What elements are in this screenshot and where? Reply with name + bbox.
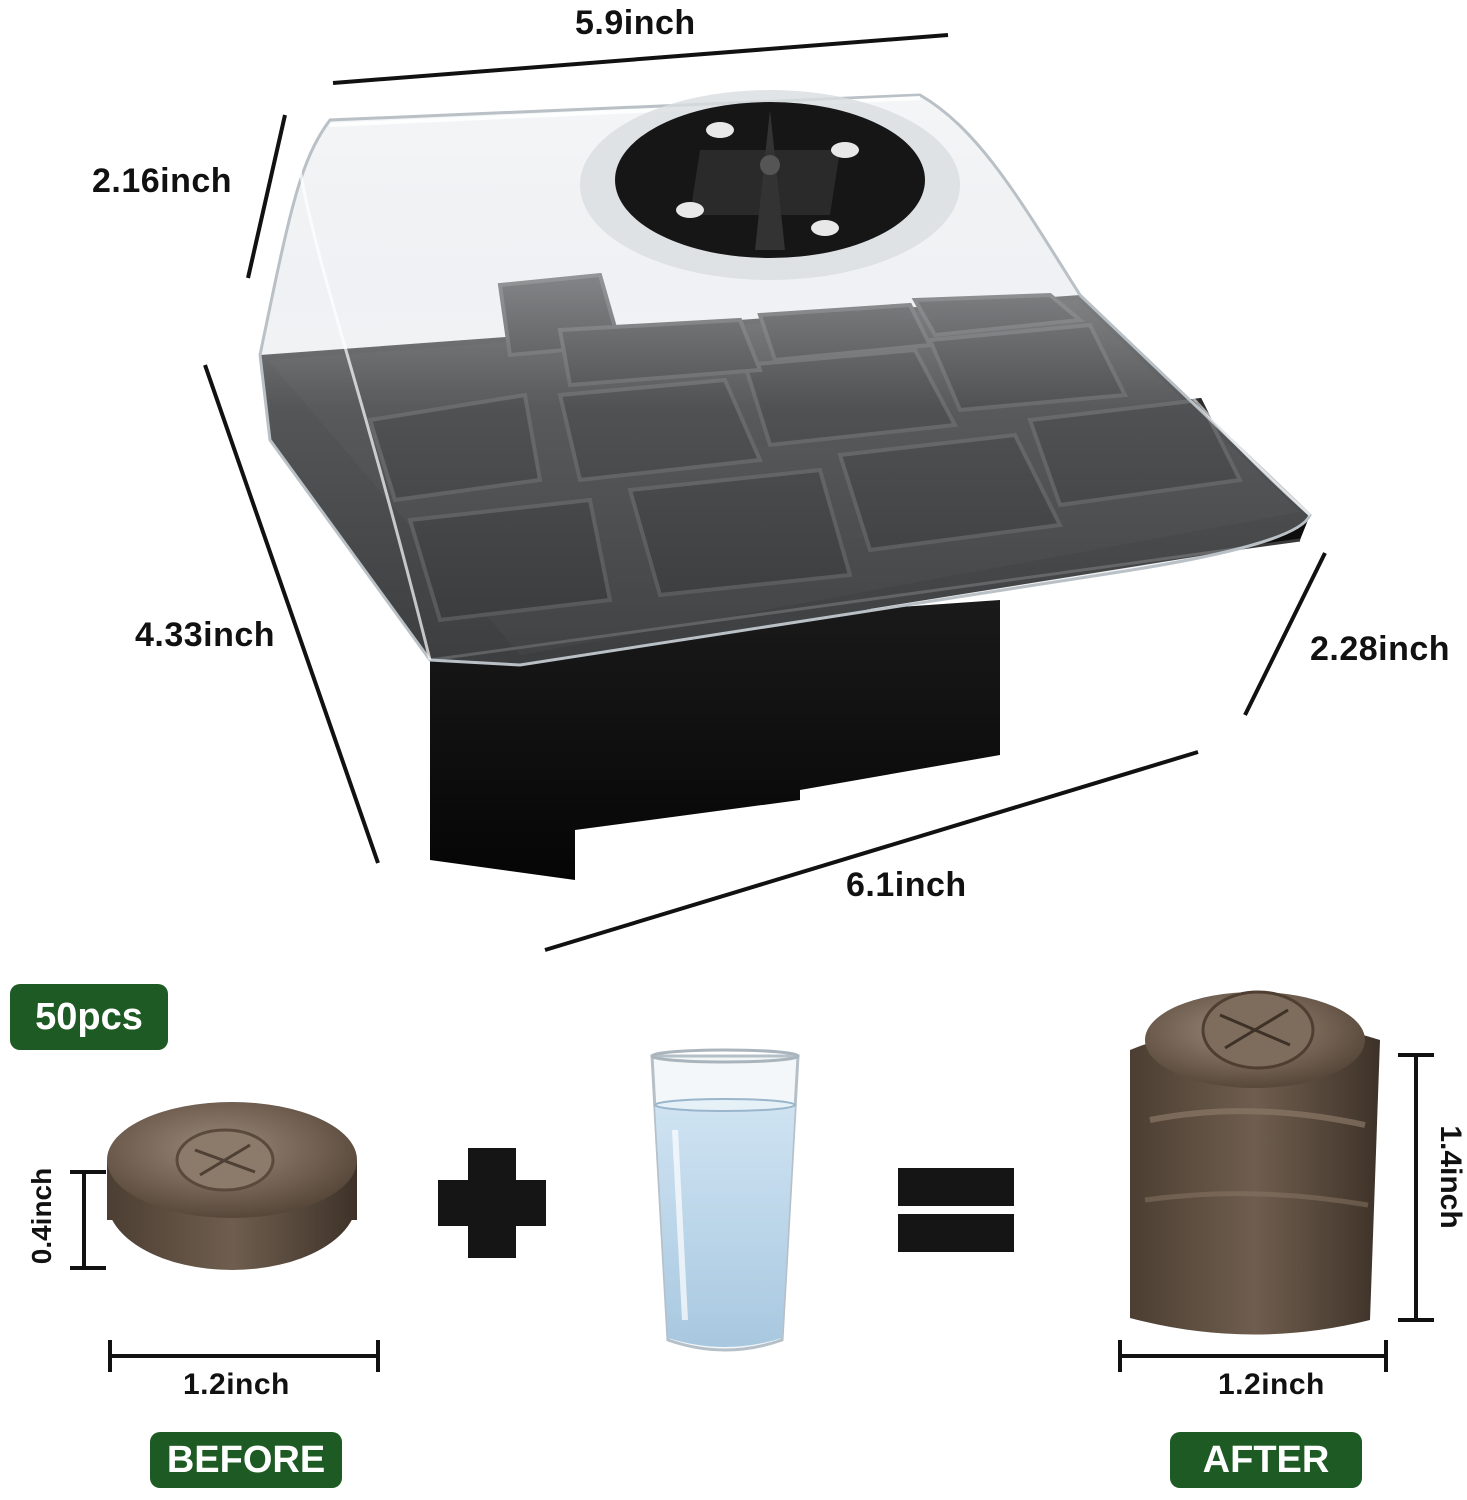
peat-pellet-before bbox=[107, 1102, 357, 1270]
equals-icon bbox=[898, 1168, 1014, 1252]
lid-height-label: 2.16inch bbox=[92, 162, 233, 200]
before-height-label: 0.4inch bbox=[26, 1167, 57, 1265]
peat-pellet-after bbox=[1130, 990, 1380, 1335]
after-dimension-lines bbox=[1118, 1053, 1434, 1372]
tray-bottom-length-label: 6.1inch bbox=[846, 866, 967, 904]
water-glass-icon bbox=[650, 1048, 800, 1352]
humidity-dome bbox=[258, 90, 1312, 667]
plus-icon bbox=[438, 1148, 546, 1258]
pellet-count-badge: 50pcs bbox=[10, 984, 168, 1050]
after-height-label: 1.4inch bbox=[1434, 1125, 1467, 1229]
before-dimension-lines bbox=[70, 1170, 380, 1372]
dimension-lines bbox=[203, 33, 1327, 952]
before-label-badge: BEFORE bbox=[150, 1432, 342, 1488]
after-width-label: 1.2inch bbox=[1218, 1368, 1325, 1401]
after-label-badge: AFTER bbox=[1170, 1432, 1362, 1488]
tray-depth-label: 4.33inch bbox=[135, 616, 276, 654]
tray-height-label: 2.28inch bbox=[1310, 630, 1451, 668]
before-width-label: 1.2inch bbox=[183, 1368, 290, 1401]
dome-vent bbox=[580, 90, 960, 280]
tray-top-width-label: 5.9inch bbox=[575, 4, 696, 42]
